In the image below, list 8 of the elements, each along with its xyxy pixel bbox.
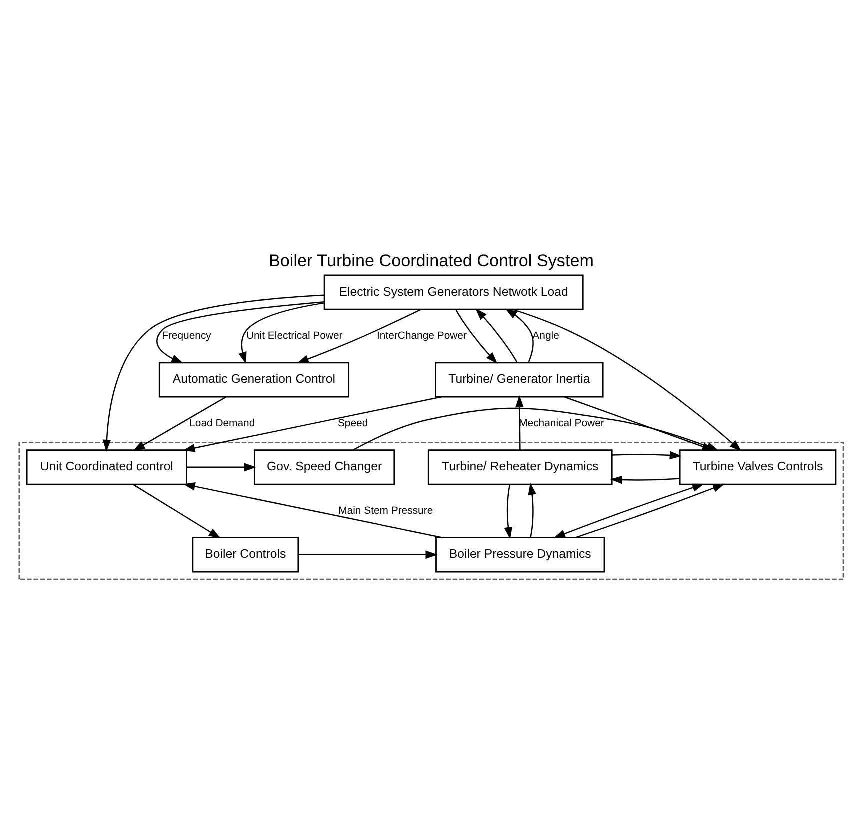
edge-label: Main Stem Pressure — [338, 506, 434, 517]
edge-label: Speed — [338, 418, 368, 430]
edge-label: InterChange Power — [377, 330, 467, 342]
edge-label: Load Demand — [190, 418, 256, 430]
edge-label: Frequency — [162, 330, 212, 342]
edge-label: Unit Electrical Power — [246, 330, 343, 342]
diagram-title: Boiler Turbine Coordinated Control System — [269, 251, 594, 270]
edge-label: Angle — [532, 330, 560, 342]
